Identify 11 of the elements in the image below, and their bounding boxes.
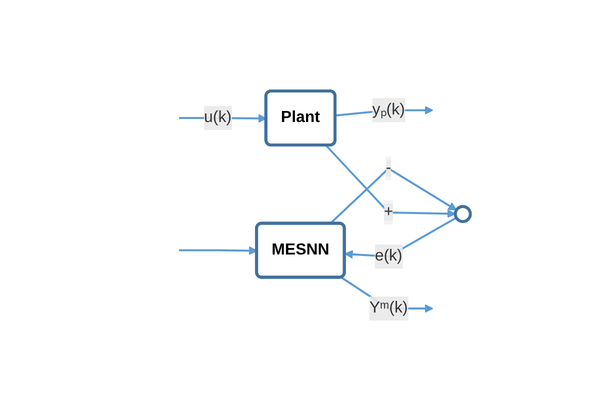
arrow: [324, 145, 456, 218]
edge-label: -: [386, 160, 391, 177]
summing-junction: [453, 205, 472, 224]
block: Plant: [264, 90, 336, 147]
arrow: [328, 168, 456, 225]
edge-label: +: [384, 204, 393, 221]
edge-label: e(k): [374, 248, 402, 265]
edge-label: yₚ(k): [372, 102, 404, 118]
edge-label: Yᵐ(k): [368, 300, 408, 317]
edge-label: u(k): [204, 109, 232, 126]
block: MESNN: [254, 222, 346, 279]
